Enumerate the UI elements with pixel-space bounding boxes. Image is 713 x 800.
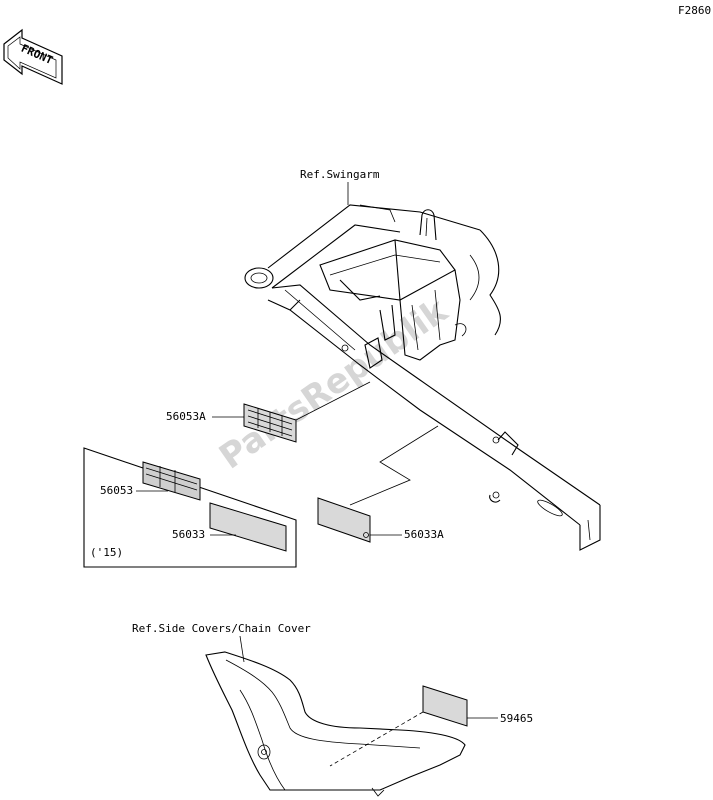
part-56033: 56033 [172, 528, 205, 541]
ref-swingarm-label: Ref.Swingarm [300, 168, 380, 181]
swingarm-drawing [244, 204, 601, 551]
part-56053: 56053 [100, 484, 133, 497]
label-56053A [243, 403, 297, 443]
label-56053 [142, 461, 201, 501]
part-56053A: 56053A [166, 410, 206, 423]
part-56033A: 56033A [404, 528, 444, 541]
part-59465: 59465 [500, 712, 533, 725]
year-note: ('15) [90, 546, 123, 559]
ref-side-covers-label: Ref.Side Covers/Chain Cover [132, 622, 311, 635]
label-56033A [317, 497, 371, 543]
front-arrow-icon: FRONT [3, 28, 63, 85]
figure-code: F2860 [678, 4, 711, 17]
watermark-text: PartsRepublik [212, 290, 456, 477]
label-56033 [209, 502, 287, 552]
year-2015-inset [83, 447, 297, 568]
label-59465 [422, 685, 468, 727]
side-cover-drawing [205, 651, 466, 797]
